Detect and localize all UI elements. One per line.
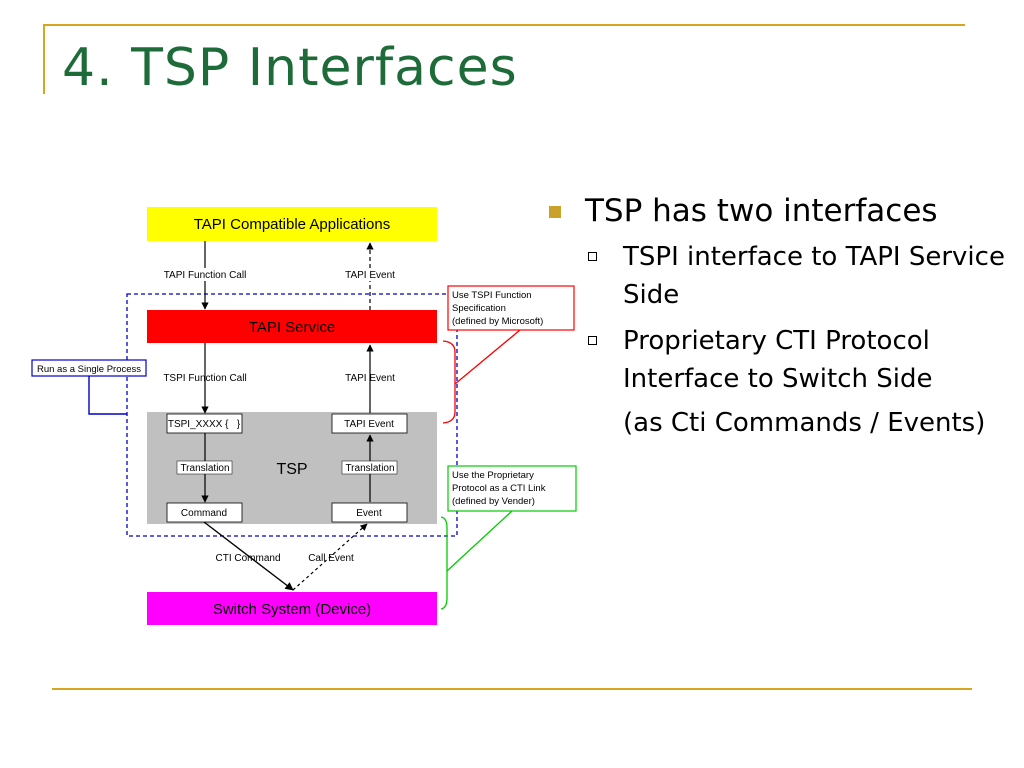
- tspi-callout-connector: [454, 329, 521, 385]
- tspi-callout-line-1: Use TSPI Function: [452, 290, 532, 301]
- frame-left-line: [43, 24, 45, 94]
- proprietary-callout-connector: [446, 510, 513, 572]
- bullet-main-text: TSP has two interfaces: [585, 193, 938, 229]
- tspi-bracket: [442, 340, 456, 424]
- proprietary-callout-line-3: (defined by Vender): [452, 496, 535, 507]
- proprietary-callout-line-2: Protocol as a CTI Link: [452, 483, 546, 494]
- tapi-event-box-label: TAPI Event: [344, 419, 394, 430]
- translation-right-label: Translation: [345, 463, 394, 474]
- call-event-label: Call Event: [308, 553, 354, 564]
- switch-system-box: [147, 592, 437, 625]
- bullet-sub-2-continuation: (as Cti Commands / Events): [548, 404, 1008, 442]
- switch-system-label: Switch System (Device): [213, 601, 371, 618]
- bullet-main: TSP has two interfaces: [548, 192, 1008, 230]
- process-boundary: [126, 293, 458, 537]
- bullet-list: TSP has two interfaces TSPI interface to…: [548, 192, 1008, 442]
- event-label: Event: [356, 508, 382, 519]
- bullet-sub-1-text: TSPI interface to TAPI Service Side: [623, 242, 1005, 310]
- arrow-call-event: [292, 523, 368, 591]
- frame-top-line: [43, 24, 965, 26]
- proprietary-callout-line-1: Use the Proprietary: [452, 470, 534, 481]
- single-process-label: Run as a Single Process: [37, 364, 141, 375]
- tapi-event-box: [331, 413, 408, 434]
- bullet-sub-2: Proprietary CTI Protocol Interface to Sw…: [548, 322, 1008, 398]
- tapi-apps-label: TAPI Compatible Applications: [194, 216, 391, 233]
- tapi-function-call-label: TAPI Function Call: [164, 270, 247, 281]
- square-bullet-icon: [549, 206, 561, 218]
- tspi-callout-line-2: Specification: [452, 303, 506, 314]
- tsp-label: TSP: [276, 461, 307, 478]
- tapi-event-mid-label: TAPI Event: [345, 373, 395, 384]
- proprietary-bracket: [440, 516, 448, 610]
- proprietary-callout: [447, 465, 577, 512]
- tapi-apps-box: [147, 207, 437, 241]
- tapi-service-box: [147, 310, 437, 343]
- tapi-service-label: TAPI Service: [249, 319, 335, 336]
- frame-bottom-line: [52, 688, 972, 690]
- translation-left-label: Translation: [180, 463, 229, 474]
- cti-command-label: CTI Command: [215, 553, 280, 564]
- command-label: Command: [181, 508, 227, 519]
- single-process-connector: [88, 376, 127, 415]
- arrow-cti-command: [203, 521, 294, 591]
- tspi-callout-line-3: (defined by Microsoft): [452, 316, 543, 327]
- tspi-function-call-label: TSPI Function Call: [163, 373, 246, 384]
- event-box: [331, 502, 408, 523]
- tspi-callout: [447, 285, 575, 331]
- tspi-xxxx-label: TSPI_XXXX { }: [168, 419, 241, 430]
- bullet-sub-1: TSPI interface to TAPI Service Side: [548, 238, 1008, 314]
- hollow-square-bullet-icon: [588, 252, 597, 261]
- tsp-architecture-diagram: TAPI Compatible Applications TAPI Servic…: [31, 207, 577, 625]
- slide-title: 4. TSP Interfaces: [62, 38, 518, 98]
- bullet-sub-2-text: Proprietary CTI Protocol Interface to Sw…: [623, 326, 933, 394]
- tapi-event-top-label: TAPI Event: [345, 270, 395, 281]
- bullet-sub-2-cont-text: (as Cti Commands / Events): [623, 408, 986, 438]
- hollow-square-bullet-icon: [588, 336, 597, 345]
